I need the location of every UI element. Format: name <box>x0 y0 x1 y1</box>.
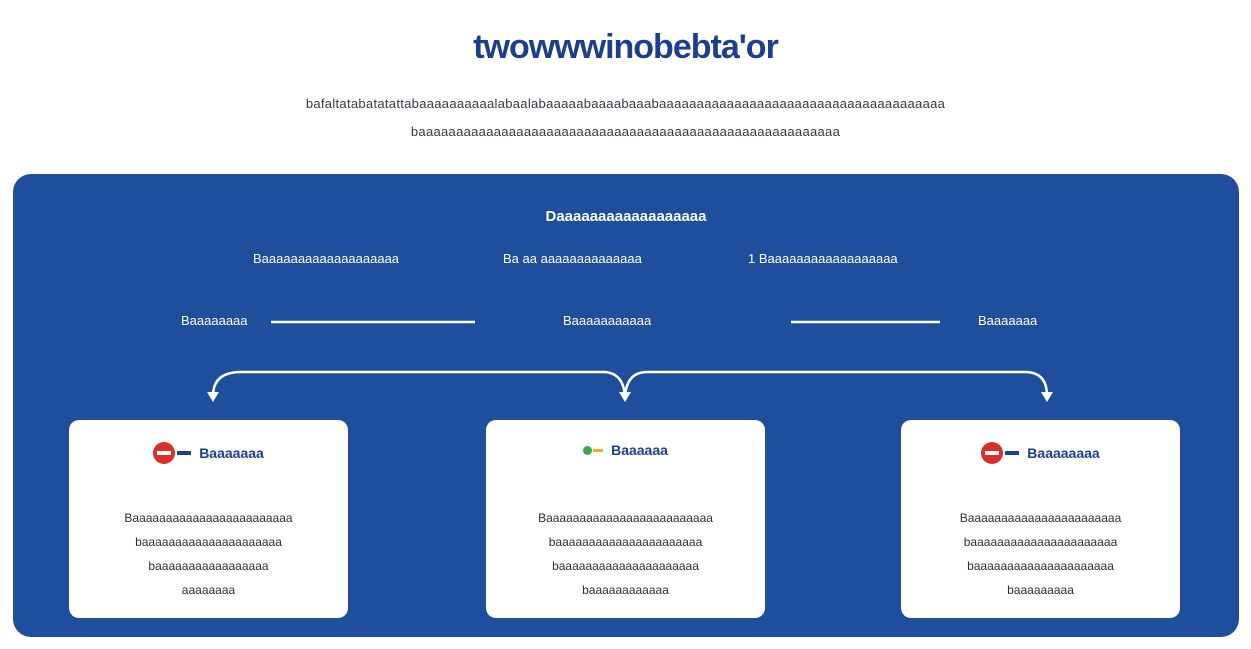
connector-arrows <box>207 320 1053 402</box>
red-circle-icon <box>153 442 192 464</box>
card-3-body: Baaaaaaaaaaaaaaaaaaaaaaa baaaaaaaaaaaaaa… <box>921 506 1160 602</box>
intro-text-line-2: baaaaaaaaaaaaaaaaaaaaaaaaaaaaaaaaaaaaaaa… <box>410 124 841 139</box>
card-2-body: Baaaaaaaaaaaaaaaaaaaaaaaaa baaaaaaaaaaaa… <box>506 506 745 602</box>
branch-arrowhead-right <box>1041 392 1053 402</box>
branch-arrowhead-center <box>619 392 631 402</box>
panel-subtitle-2: Ba aa aaaaaaaaaaaaaa <box>503 251 642 266</box>
flow-label-1: Baaaaaaaa <box>181 313 248 328</box>
card-1-line-2: baaaaaaaaaaaaaaaaaaaaa <box>135 535 282 549</box>
branch-arrowhead-left <box>207 392 219 402</box>
card-2-line-2: baaaaaaaaaaaaaaaaaaaaaa <box>548 535 703 549</box>
card-3-line-3: baaaaaaaaaaaaaaaaaaaaa <box>967 559 1114 573</box>
card-1-title: Baaaaaaa <box>199 445 264 461</box>
card-1-line-4: aaaaaaaa <box>181 583 236 597</box>
card-1-line-3: baaaaaaaaaaaaaaaaa <box>148 559 269 573</box>
card-3-header: Baaaaaaaa <box>901 442 1180 464</box>
card-2: Baaaaaa Baaaaaaaaaaaaaaaaaaaaaaaaa baaaa… <box>486 420 765 618</box>
flow-label-3: Baaaaaaa <box>978 313 1038 328</box>
card-1-header: Baaaaaaa <box>69 442 348 464</box>
card-3-line-2: baaaaaaaaaaaaaaaaaaaaaa <box>963 535 1118 549</box>
card-2-header: Baaaaaa <box>486 442 765 458</box>
card-1: Baaaaaaa Baaaaaaaaaaaaaaaaaaaaaaaa baaaa… <box>69 420 348 618</box>
panel-subtitle-1: Baaaaaaaaaaaaaaaaaaa <box>253 251 400 266</box>
card-3-line-4: baaaaaaaaa <box>1007 583 1074 597</box>
card-3: Baaaaaaaa Baaaaaaaaaaaaaaaaaaaaaaa baaaa… <box>901 420 1180 618</box>
card-1-body: Baaaaaaaaaaaaaaaaaaaaaaaa baaaaaaaaaaaaa… <box>89 506 328 602</box>
card-2-line-4: baaaaaaaaaaaa <box>582 583 669 597</box>
panel-heading: Daaaaaaaaaaaaaaaaaa <box>545 208 707 225</box>
leaf-icon <box>583 443 604 457</box>
card-2-line-3: baaaaaaaaaaaaaaaaaaaaa <box>552 559 699 573</box>
intro-text-line-1: bafaltatabatatattabaaaaaaaaaalabaalabaaa… <box>305 96 946 111</box>
card-3-line-1: Baaaaaaaaaaaaaaaaaaaaaaa <box>959 511 1122 525</box>
panel-subtitle-3: 1 Baaaaaaaaaaaaaaaaaa <box>748 251 898 266</box>
flow-label-2: Baaaaaaaaaaa <box>563 313 652 328</box>
page-title: twowwwinobebta'or <box>473 28 779 66</box>
red-circle-icon <box>981 442 1020 464</box>
card-1-line-1: Baaaaaaaaaaaaaaaaaaaaaaaa <box>124 511 293 525</box>
card-2-line-1: Baaaaaaaaaaaaaaaaaaaaaaaaa <box>538 511 713 525</box>
card-3-title: Baaaaaaaa <box>1027 445 1100 461</box>
diagram-panel: Daaaaaaaaaaaaaaaaaa Baaaaaaaaaaaaaaaaaaa… <box>13 174 1239 637</box>
card-2-title: Baaaaaa <box>611 442 668 458</box>
